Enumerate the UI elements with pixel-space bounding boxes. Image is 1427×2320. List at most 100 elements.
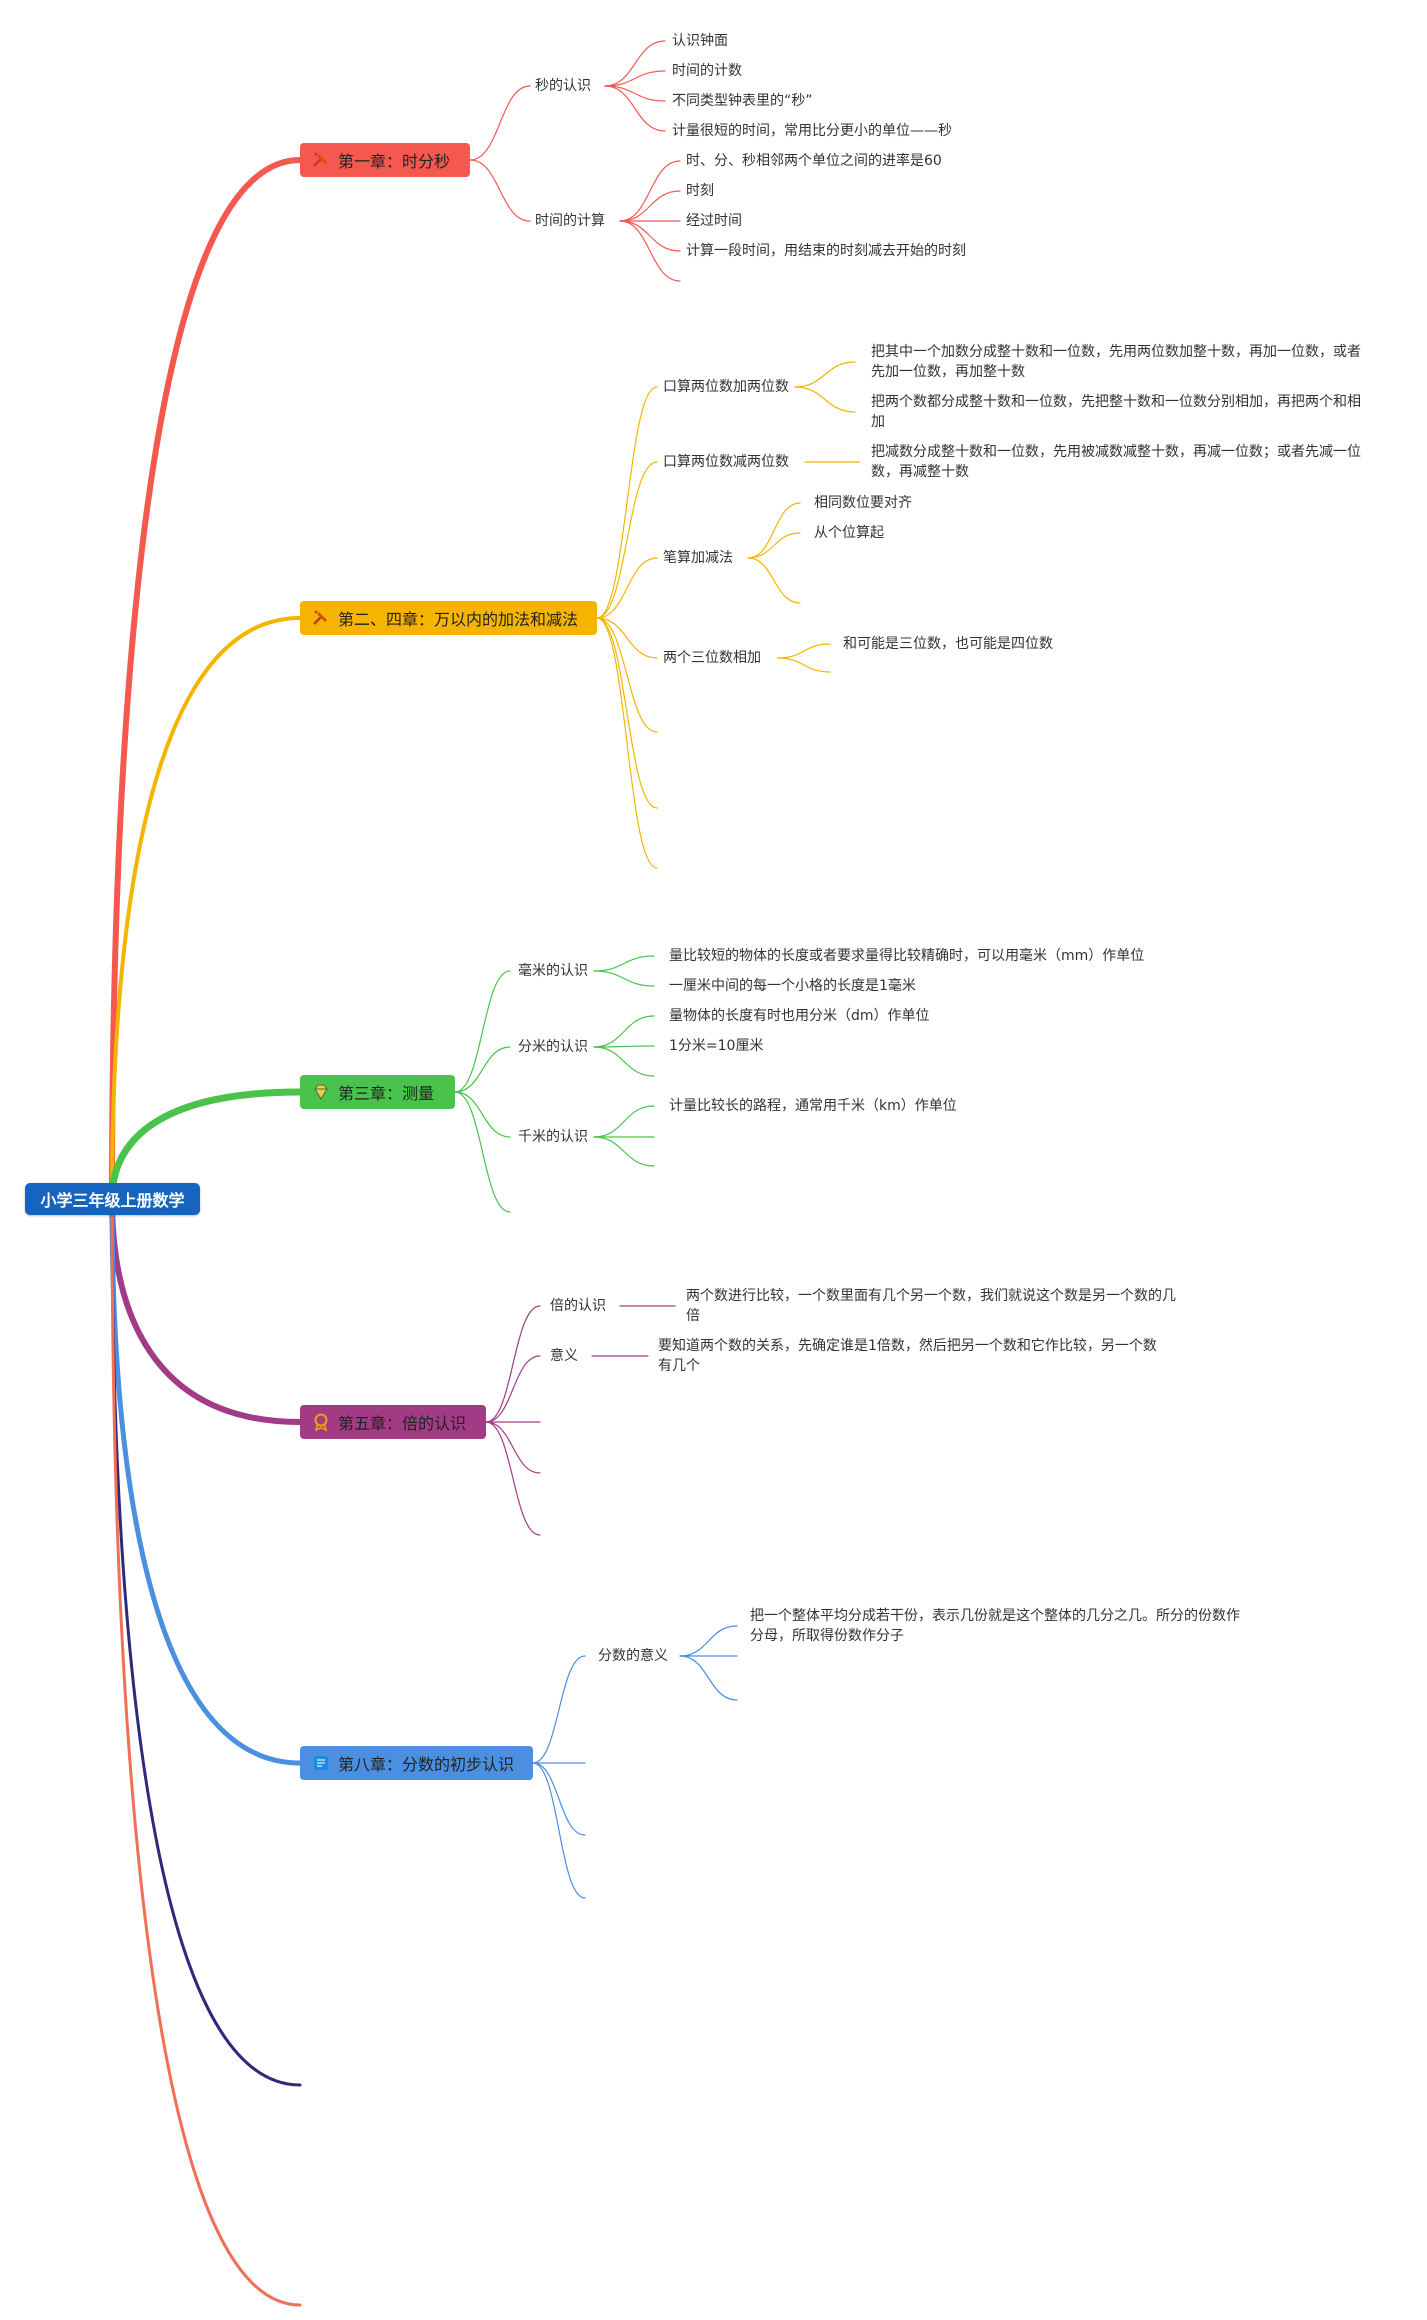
sub-line [454,1091,511,1213]
chapter-1-node[interactable]: 第一章：时分秒 [300,143,470,177]
sub-line [454,1046,511,1093]
leaf-text[interactable]: 计量比较长的路程，通常用千米（km）作单位 [669,1098,957,1114]
chapter-5-node[interactable]: 第五章：倍的认识 [300,1405,486,1439]
leaf-text[interactable]: 要知道两个数的关系，先确定谁是1倍数，然后把另一个数和它作比较，另一个数有几个 [658,1338,1157,1374]
branch-line [110,1197,302,2307]
sub-line [596,617,658,809]
leaf-line [747,502,801,559]
subtopic-written-calc[interactable]: 笔算加减法 [663,550,733,566]
leaf-text[interactable]: 量比较短的物体的长度或者要求量得比较精确时，可以用毫米（mm）作单位 [669,948,1145,964]
subtopic-meaning[interactable]: 意义 [550,1348,578,1364]
sub-line [485,1421,541,1536]
leaf-text[interactable]: 把一个整体平均分成若干份，表示几份就是这个整体的几分之几。所分的份数作分母，所取… [750,1608,1240,1644]
leaf-text[interactable]: 把其中一个加数分成整十数和一位数，先用两位数加整十数，再加一位数，或者先加一位数… [871,344,1361,380]
chapter-3-title: 第三章：测量 [338,1084,435,1103]
subtopic-kilometer[interactable]: 千米的认识 [518,1129,588,1145]
subtopic-mental-add[interactable]: 口算两位数加两位数 [663,379,789,395]
subtopic-time-calc[interactable]: 时间的计算 [535,213,605,229]
leaf-line [619,220,681,282]
leaf-text[interactable]: 不同类型钟表里的“秒” [672,93,813,109]
leaf-line [679,1655,738,1701]
subtopic-decimeter[interactable]: 分米的认识 [518,1039,588,1055]
sub-line [454,970,511,1093]
leaf-text[interactable]: 计算一段时间，用结束的时刻减去开始的时刻 [686,243,966,259]
leaf-line [619,190,681,222]
sub-line [485,1421,541,1474]
leaf-line [593,955,655,972]
leaf-text[interactable]: 认识钟面 [672,33,728,49]
branch-line [109,157,303,1202]
leaf-line [593,1136,655,1167]
leaf-line [604,40,666,87]
leaf-line [777,643,831,659]
sub-line [596,617,658,659]
leaf-line [593,1046,655,1077]
leaf-line [604,85,666,132]
leaf-line [794,361,856,388]
sub-line [596,617,658,733]
leaf-line [794,386,856,413]
leaf-text[interactable]: 把减数分成整十数和一位数，先用被减数减整十数，再减一位数；或者先减一位数，再减整… [871,444,1361,480]
leaf-text[interactable]: 时间的计数 [672,63,742,79]
chapter-3-node[interactable]: 第三章：测量 [300,1075,455,1109]
branch-line [110,616,302,1201]
sub-line [532,1655,586,1764]
hammer-pick-icon [310,607,332,629]
sub-line [532,1762,586,1836]
root-node[interactable]: 小学三年级上册数学 [25,1183,200,1215]
leaf-line [619,160,681,222]
leaf-line [777,657,831,673]
leaf-text[interactable]: 时、分、秒相邻两个单位之间的进率是60 [686,153,942,169]
hammer-pick-icon [310,149,332,171]
subtopic-seconds[interactable]: 秒的认识 [535,78,591,94]
leaf-line [604,70,666,87]
leaf-text[interactable]: 量物体的长度有时也用分米（dm）作单位 [669,1008,930,1024]
leaf-line [593,1015,655,1048]
leaf-line [593,970,655,987]
leaf-text[interactable]: 1分米=10厘米 [669,1038,764,1054]
leaf-text[interactable]: 两个数进行比较，一个数里面有几个另一个数，我们就说这个数是另一个数的几倍 [686,1288,1176,1324]
leaf-line [619,220,681,252]
leaf-line [747,557,801,604]
sub-line [596,386,658,619]
chapter-8-node[interactable]: 第八章：分数的初步认识 [300,1746,533,1780]
leaf-text[interactable]: 一厘米中间的每一个小格的长度是1毫米 [669,978,916,994]
leaf-text[interactable]: 经过时间 [686,213,742,229]
chapter-2-4-node[interactable]: 第二、四章：万以内的加法和减法 [300,601,597,635]
sub-line [596,617,658,869]
chapter-8-title: 第八章：分数的初步认识 [338,1755,515,1774]
sub-line [532,1762,586,1899]
branch-line [108,1088,304,1203]
leaf-text[interactable]: 把两个数都分成整十数和一位数，先把整十数和一位数分别相加，再把两个和相加 [871,394,1361,430]
chapter-5-title: 第五章：倍的认识 [338,1414,467,1433]
subtopic-millimeter[interactable]: 毫米的认识 [518,963,588,979]
subtopic-mental-sub[interactable]: 口算两位数减两位数 [663,454,789,470]
sub-line [454,1091,511,1138]
sub-line [469,85,531,161]
leaf-text[interactable]: 和可能是三位数，也可能是四位数 [843,636,1053,652]
sub-line [469,159,531,222]
sub-line [596,461,658,619]
subtopic-three-digit-add[interactable]: 两个三位数相加 [663,650,761,666]
chapter-1-title: 第一章：时分秒 [338,152,451,171]
leaf-text[interactable]: 相同数位要对齐 [814,495,912,511]
leaf-line [679,1625,738,1657]
sub-line [485,1305,541,1423]
leaf-line [747,532,801,559]
leaf-text[interactable]: 从个位算起 [814,525,884,541]
subtopic-fraction-meaning[interactable]: 分数的意义 [598,1648,668,1664]
leaf-text[interactable]: 时刻 [686,183,714,199]
leaf-line [604,85,666,102]
book-icon [310,1752,332,1774]
sub-line [596,557,658,619]
gem-icon [310,1081,332,1103]
leaf-text[interactable]: 计量很短的时间，常用比分更小的单位——秒 [672,123,952,139]
medal-icon [310,1411,332,1433]
subtopic-multiple[interactable]: 倍的认识 [550,1298,606,1314]
sub-line [485,1355,541,1423]
branch-line [109,1196,303,1425]
branch-line [109,1196,303,1766]
chapter-2-4-title: 第二、四章：万以内的加法和减法 [338,610,579,629]
leaf-line [593,1105,655,1138]
